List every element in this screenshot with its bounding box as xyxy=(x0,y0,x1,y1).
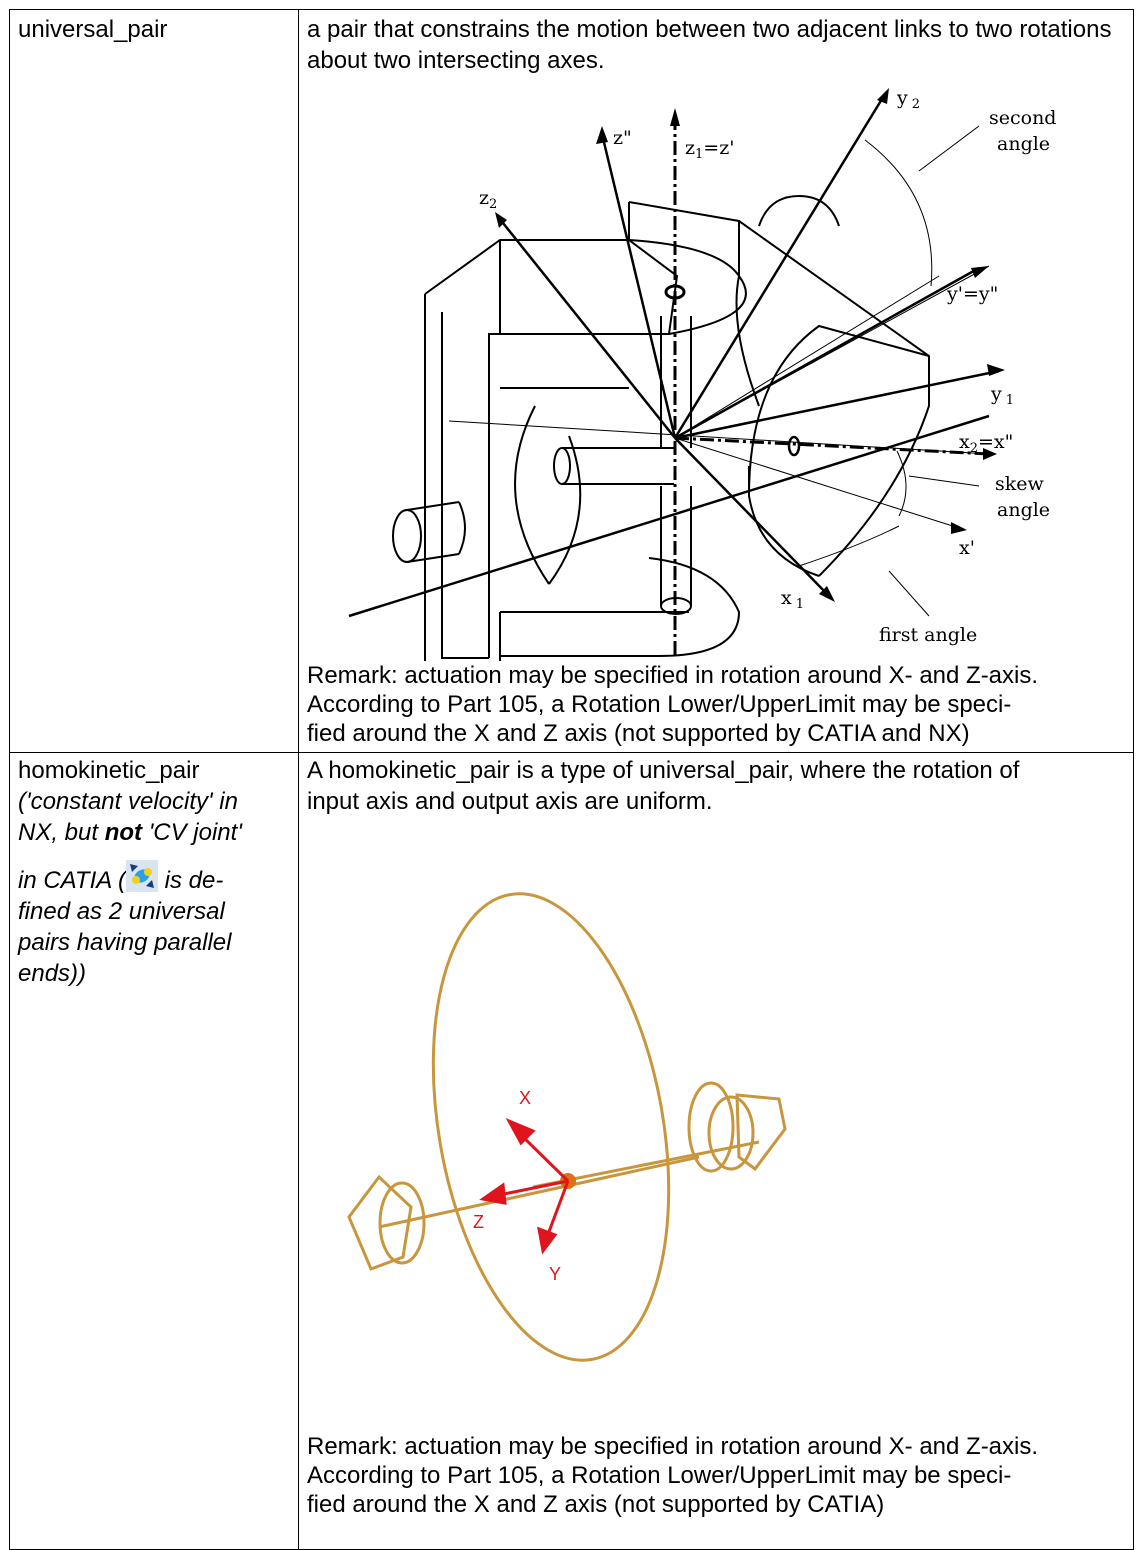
label-x-prime: x' xyxy=(959,537,975,559)
remark-universal-pair: Remark: actuation may be specified in ro… xyxy=(307,662,1039,747)
table-row: homokinetic_pair ('constant velocity' in… xyxy=(9,752,1134,1550)
definition-cell: a pair that constrains the motion betwee… xyxy=(298,9,1134,753)
axis-label-x: X xyxy=(519,1088,531,1108)
label-x2: x2=x" xyxy=(959,431,1013,456)
table-row: universal_pair a pair that constrains th… xyxy=(9,9,1134,753)
definition-homokinetic-pair: A homokinetic_pair is a type of universa… xyxy=(307,757,1020,815)
homokinetic-pair-diagram: X Z Y xyxy=(347,892,787,1362)
cv-joint-icon xyxy=(126,860,159,892)
label-skew: skew xyxy=(995,473,1045,495)
label-z1: z1=z' xyxy=(685,137,734,162)
label-z2: z2 xyxy=(479,187,497,212)
label-z-double-prime: z" xyxy=(613,127,632,149)
label-second: second xyxy=(989,107,1056,129)
term-homokinetic-pair: homokinetic_pair ('constant velocity' in… xyxy=(10,753,298,989)
homokinetic-note: ('constant velocity' in NX, but not 'CV … xyxy=(18,788,242,987)
term-cell: universal_pair xyxy=(9,9,299,753)
label-second-angle: angle xyxy=(997,133,1050,155)
definition-table: universal_pair a pair that constrains th… xyxy=(9,9,1134,1550)
remark-homokinetic-pair: Remark: actuation may be specified in ro… xyxy=(307,1433,1039,1518)
universal-pair-diagram: z" z1=z' z2 y2 second angle y'=y" y1 x2=… xyxy=(348,87,1056,661)
term-universal-pair: universal_pair xyxy=(18,16,168,43)
definition-universal-pair: a pair that constrains the motion betwee… xyxy=(307,16,1112,74)
label-y-prime: y'=y" xyxy=(946,283,998,305)
axis-label-z: Z xyxy=(473,1212,484,1232)
definition-cell: A homokinetic_pair is a type of universa… xyxy=(298,752,1134,1550)
label-first-angle: first angle xyxy=(879,624,977,646)
label-skew-angle: angle xyxy=(997,499,1050,521)
term-cell: homokinetic_pair ('constant velocity' in… xyxy=(9,752,299,1550)
axis-label-y: Y xyxy=(549,1264,561,1284)
